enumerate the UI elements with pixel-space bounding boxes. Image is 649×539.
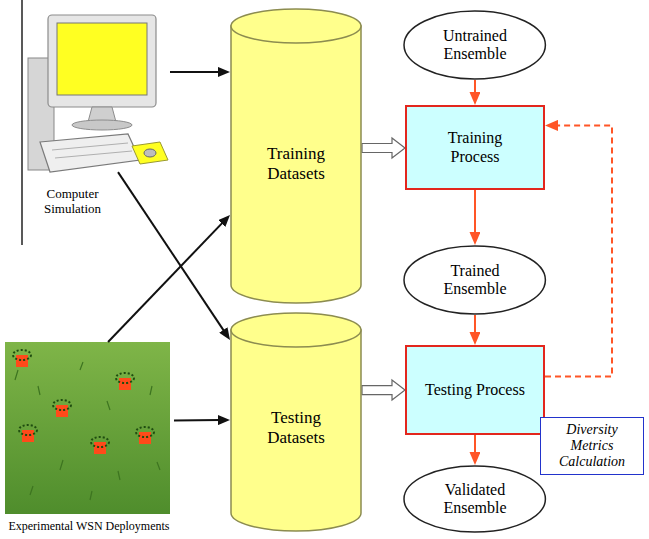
node-text: Training Datasets — [251, 144, 341, 183]
keyboard — [40, 134, 140, 172]
flow-arrow — [474, 435, 476, 455]
process-box: Testing Process — [405, 345, 545, 435]
cylinder-top — [231, 9, 361, 43]
hollow-arrow — [362, 138, 405, 158]
node-text: Testing Process — [425, 381, 525, 399]
sensor-body — [119, 378, 131, 390]
grass-field — [5, 342, 170, 514]
node-text: Training Process — [425, 129, 525, 166]
sensor-antenna — [136, 427, 154, 437]
flow-arrow — [174, 419, 220, 421]
sensor-antenna — [13, 350, 31, 360]
sensor-node — [136, 427, 154, 444]
flow-arrow — [170, 71, 220, 73]
sensor-body — [139, 432, 151, 444]
dataset-cylinder: Training Datasets — [230, 8, 362, 304]
flow-arrow — [474, 190, 476, 235]
mouse-pad — [132, 142, 168, 164]
computer-icon — [28, 15, 168, 172]
sensor-node — [19, 425, 37, 442]
sensor-node — [53, 400, 71, 417]
monitor-base — [72, 120, 132, 130]
sensor-body — [94, 442, 106, 454]
flow-arrow — [108, 222, 223, 342]
node-text: Experimental WSN Deployments — [8, 520, 169, 534]
deployment-node: Experimental WSN Deployments — [4, 342, 174, 537]
simulation-node: Computer Simulation — [5, 8, 170, 220]
sensor-body — [22, 430, 34, 442]
keyboard-keys — [52, 143, 128, 150]
node-text: Untrained Ensemble — [429, 27, 521, 64]
margin-rule — [21, 0, 23, 245]
sensor-node — [13, 350, 31, 367]
grass-blades — [15, 362, 160, 500]
monitor-screen — [57, 23, 147, 95]
node-text: Trained Ensemble — [429, 262, 521, 299]
sensor-node — [116, 373, 134, 390]
sensor-antenna — [19, 425, 37, 435]
ellipse-shape — [404, 246, 545, 314]
node-text: Validated Ensemble — [429, 481, 521, 518]
sensor-node — [91, 437, 109, 454]
hollow-arrow — [362, 380, 405, 400]
flow-arrow — [474, 80, 476, 95]
dataset-cylinder: Testing Datasets — [230, 312, 362, 532]
ellipse-shape — [404, 466, 545, 532]
sensor-antenna — [91, 437, 109, 447]
cylinder-body — [231, 330, 361, 531]
flow-arrow — [118, 172, 224, 332]
note-box: Diversity Metrics Calculation — [540, 417, 644, 475]
node-text: Computer Simulation — [23, 187, 123, 217]
ellipse-shape — [404, 11, 545, 79]
keyboard-keys — [55, 151, 132, 158]
node-text: Diversity Metrics Calculation — [549, 422, 635, 470]
feedback-arrow — [545, 125, 612, 376]
ensemble-ellipse: Validated Ensemble — [403, 465, 546, 533]
sensor-body — [16, 355, 28, 367]
flow-arrow — [474, 315, 476, 335]
cylinder-top — [231, 313, 361, 347]
sensor-body — [56, 405, 68, 417]
monitor-frame — [48, 15, 156, 107]
process-box: Training Process — [405, 105, 545, 190]
deployment-photo — [5, 342, 170, 514]
node-text: Testing Datasets — [251, 408, 341, 447]
ensemble-ellipse: Untrained Ensemble — [403, 10, 546, 80]
mouse — [144, 149, 156, 157]
ensemble-ellipse: Trained Ensemble — [403, 245, 546, 315]
cylinder-body — [231, 26, 361, 303]
sensor-antenna — [116, 373, 134, 383]
sensor-antenna — [53, 400, 71, 410]
